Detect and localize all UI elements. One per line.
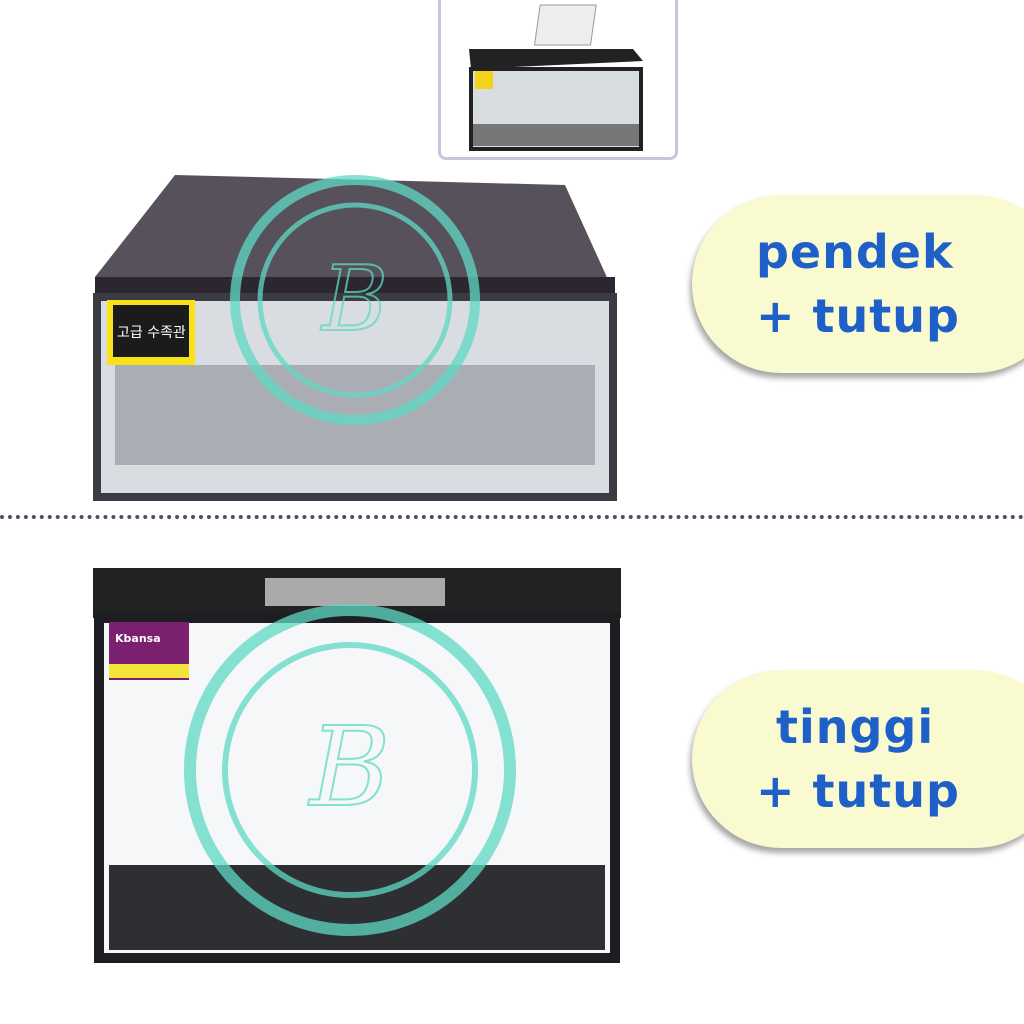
watermark-letter: B <box>308 703 391 831</box>
label-line1: tinggi <box>776 700 935 754</box>
label-line2: + tutup <box>756 289 960 343</box>
watermark-letter: B <box>320 247 388 352</box>
watermark-bottom-icon: B <box>184 604 516 936</box>
tall-tank-tag: Kbansa <box>115 632 161 645</box>
label-line2: + tutup <box>756 764 960 818</box>
aquarium-thumbnail-icon <box>469 4 643 151</box>
watermark-top-icon: B <box>230 175 480 425</box>
short-tank-label: pendek + tutup <box>692 195 1024 373</box>
short-tank-tag: 고급 수족관 <box>117 325 186 341</box>
thumbnail-frame <box>438 0 678 160</box>
tall-tank-label: tinggi + tutup <box>692 670 1024 848</box>
section-divider <box>0 515 1024 519</box>
label-line1: pendek <box>756 225 954 279</box>
